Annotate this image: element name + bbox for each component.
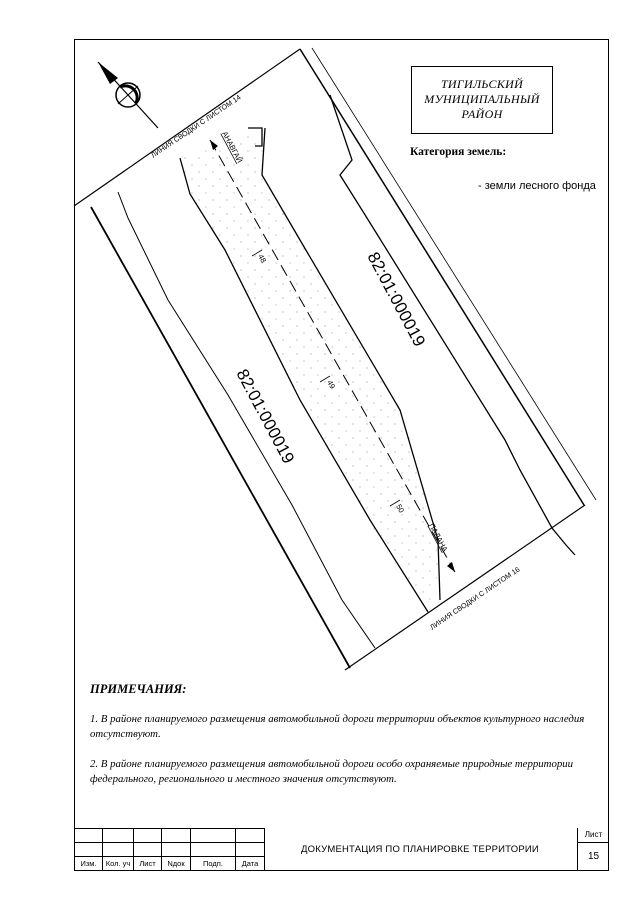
sheet-number: 15 xyxy=(587,851,600,862)
col-date: Дата xyxy=(235,856,265,871)
sheet-box: Лист 15 xyxy=(577,828,609,871)
left-inner-edge xyxy=(117,191,376,649)
district-line-1: ТИГИЛЬСКИЙ xyxy=(440,77,524,91)
road-centerline xyxy=(209,139,456,573)
land-category-value: - земли лесного фонда xyxy=(478,180,596,192)
road-corridor xyxy=(180,130,440,610)
road-right-edge xyxy=(261,127,441,601)
note-item-1: 1. В районе планируемого размещения авто… xyxy=(90,713,585,740)
note-item-2: 2. В районе планируемого размещения авто… xyxy=(90,758,574,785)
picket-49: 49 xyxy=(325,379,337,391)
boundary-notch xyxy=(329,94,576,556)
junction-line-top xyxy=(73,48,301,207)
col-sheet: Лист xyxy=(133,856,162,871)
revision-table: Изм. Кол. уч Лист Nдок Подп. Дата xyxy=(74,828,265,871)
col-docnum: Nдок xyxy=(161,856,191,871)
picket-48: 48 xyxy=(256,253,268,265)
land-category-title: Категория земель: xyxy=(410,146,507,158)
col-count: Кол. уч xyxy=(102,856,134,871)
document-title: ДОКУМЕНТАЦИЯ ПО ПЛАНИРОВКЕ ТЕРРИТОРИИ xyxy=(301,844,539,855)
parcel-boundary-left xyxy=(90,206,351,669)
notes-title: ПРИМЕЧАНИЯ: xyxy=(90,682,187,696)
col-change: Изм. xyxy=(74,856,103,871)
junction-bottom-label: ЛИНИЯ СВОДКИ С ЛИСТОМ 16 xyxy=(428,565,521,632)
parcel-number-left: 82:01:000019 xyxy=(232,366,298,467)
col-signature: Подп. xyxy=(190,856,236,871)
district-box: ТИГИЛЬСКИЙ МУНИЦИПАЛЬНЫЙ РАЙОН xyxy=(411,66,553,134)
road-left-edge xyxy=(179,157,429,613)
parcel-boundary-right xyxy=(299,48,585,506)
sheet-label: Лист xyxy=(578,828,609,843)
district-line-3: РАЙОН xyxy=(461,107,503,121)
north-arrow-icon xyxy=(97,61,159,129)
drawing-frame xyxy=(74,39,609,871)
picket-50: 50 xyxy=(394,503,406,515)
title-block: Изм. Кол. уч Лист Nдок Подп. Дата ДОКУМЕ… xyxy=(74,828,609,871)
junction-line-bottom xyxy=(344,504,586,671)
district-line-2: МУНИЦИПАЛЬНЫЙ xyxy=(424,92,540,106)
